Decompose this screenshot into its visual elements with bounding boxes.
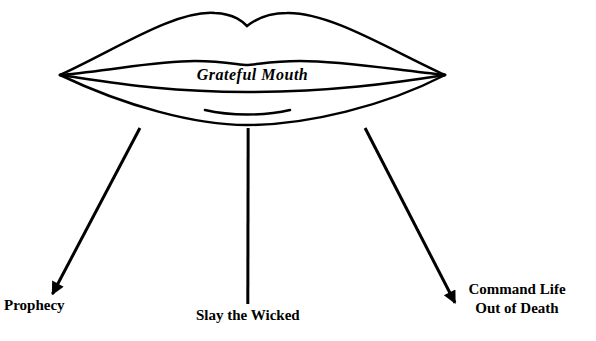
mouth-title: Grateful Mouth bbox=[55, 66, 450, 84]
lower-lip-crease bbox=[205, 110, 290, 115]
arrow-connector bbox=[246, 128, 249, 304]
function-label: Command Life Out of Death bbox=[457, 280, 577, 318]
label-node: Slay the Wicked bbox=[196, 306, 300, 325]
label-node: Prophecy bbox=[4, 296, 65, 315]
lips-shape: Grateful Mouth bbox=[55, 10, 450, 128]
arrow-connector bbox=[365, 128, 455, 303]
label-node: Command Life Out of Death bbox=[457, 280, 577, 318]
function-label: Slay the Wicked bbox=[196, 306, 300, 325]
arrow-connector bbox=[52, 128, 139, 294]
upper-lip-outline bbox=[60, 13, 445, 75]
function-label: Prophecy bbox=[4, 296, 65, 315]
